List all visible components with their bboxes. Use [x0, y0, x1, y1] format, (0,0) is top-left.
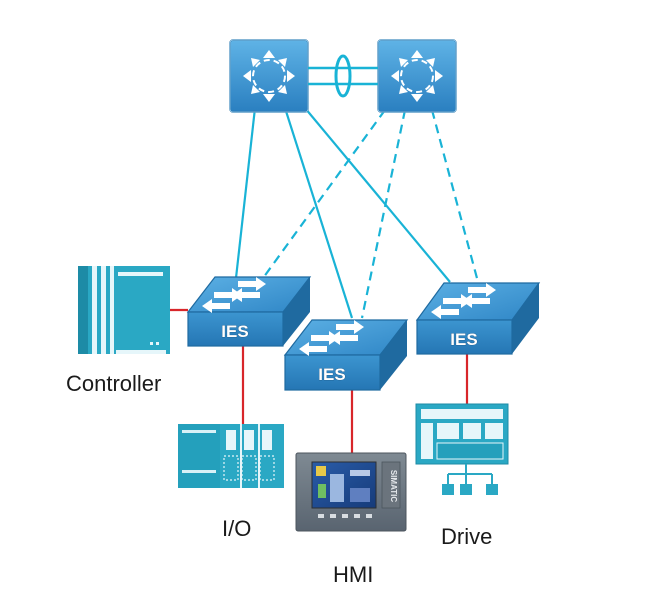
uplinks — [234, 107, 480, 319]
link-core-a-to-ies-1 — [234, 107, 257, 279]
hmi-label: HMI — [333, 562, 374, 587]
link-core-a-to-ies-3 — [304, 107, 451, 283]
link-core-b-to-ies-3 — [430, 109, 480, 283]
controller-device[interactable] — [78, 266, 170, 354]
io-device[interactable] — [178, 424, 284, 488]
edge-links — [170, 308, 469, 455]
hmi-panel-icon: SIMATIC — [295, 452, 407, 532]
core-router-right[interactable] — [377, 39, 457, 113]
switch-icon — [431, 283, 496, 319]
plc-controller-icon — [78, 266, 170, 354]
router-icon — [391, 50, 443, 102]
link-core-b-to-ies-2 — [360, 109, 407, 319]
ies-label: IES — [450, 330, 477, 349]
drive-device[interactable] — [415, 403, 509, 495]
hmi-brand-label: SIMATIC — [389, 470, 398, 503]
ies-switch-3[interactable]: IES — [415, 282, 541, 355]
ies-label: IES — [221, 322, 248, 341]
io-label: I/O — [222, 516, 252, 541]
controller-label: Controller — [66, 371, 162, 396]
hmi-device[interactable]: SIMATIC — [295, 452, 407, 532]
etherchannel-bundle — [308, 54, 378, 98]
io-module-icon — [178, 424, 284, 488]
ies-switch-2[interactable]: IES — [283, 319, 409, 391]
switch-icon — [299, 320, 364, 356]
etherchannel-ring-icon — [334, 54, 352, 98]
drive-icon — [415, 403, 509, 495]
router-icon — [243, 50, 295, 102]
switch-icon — [202, 277, 266, 313]
core-router-left[interactable] — [229, 39, 309, 113]
ies-switch-1[interactable]: IES — [186, 276, 312, 347]
ies-label: IES — [318, 365, 345, 384]
link-core-b-to-ies-1 — [257, 109, 386, 286]
drive-label: Drive — [441, 524, 493, 549]
link-core-a-to-ies-2 — [283, 107, 354, 319]
